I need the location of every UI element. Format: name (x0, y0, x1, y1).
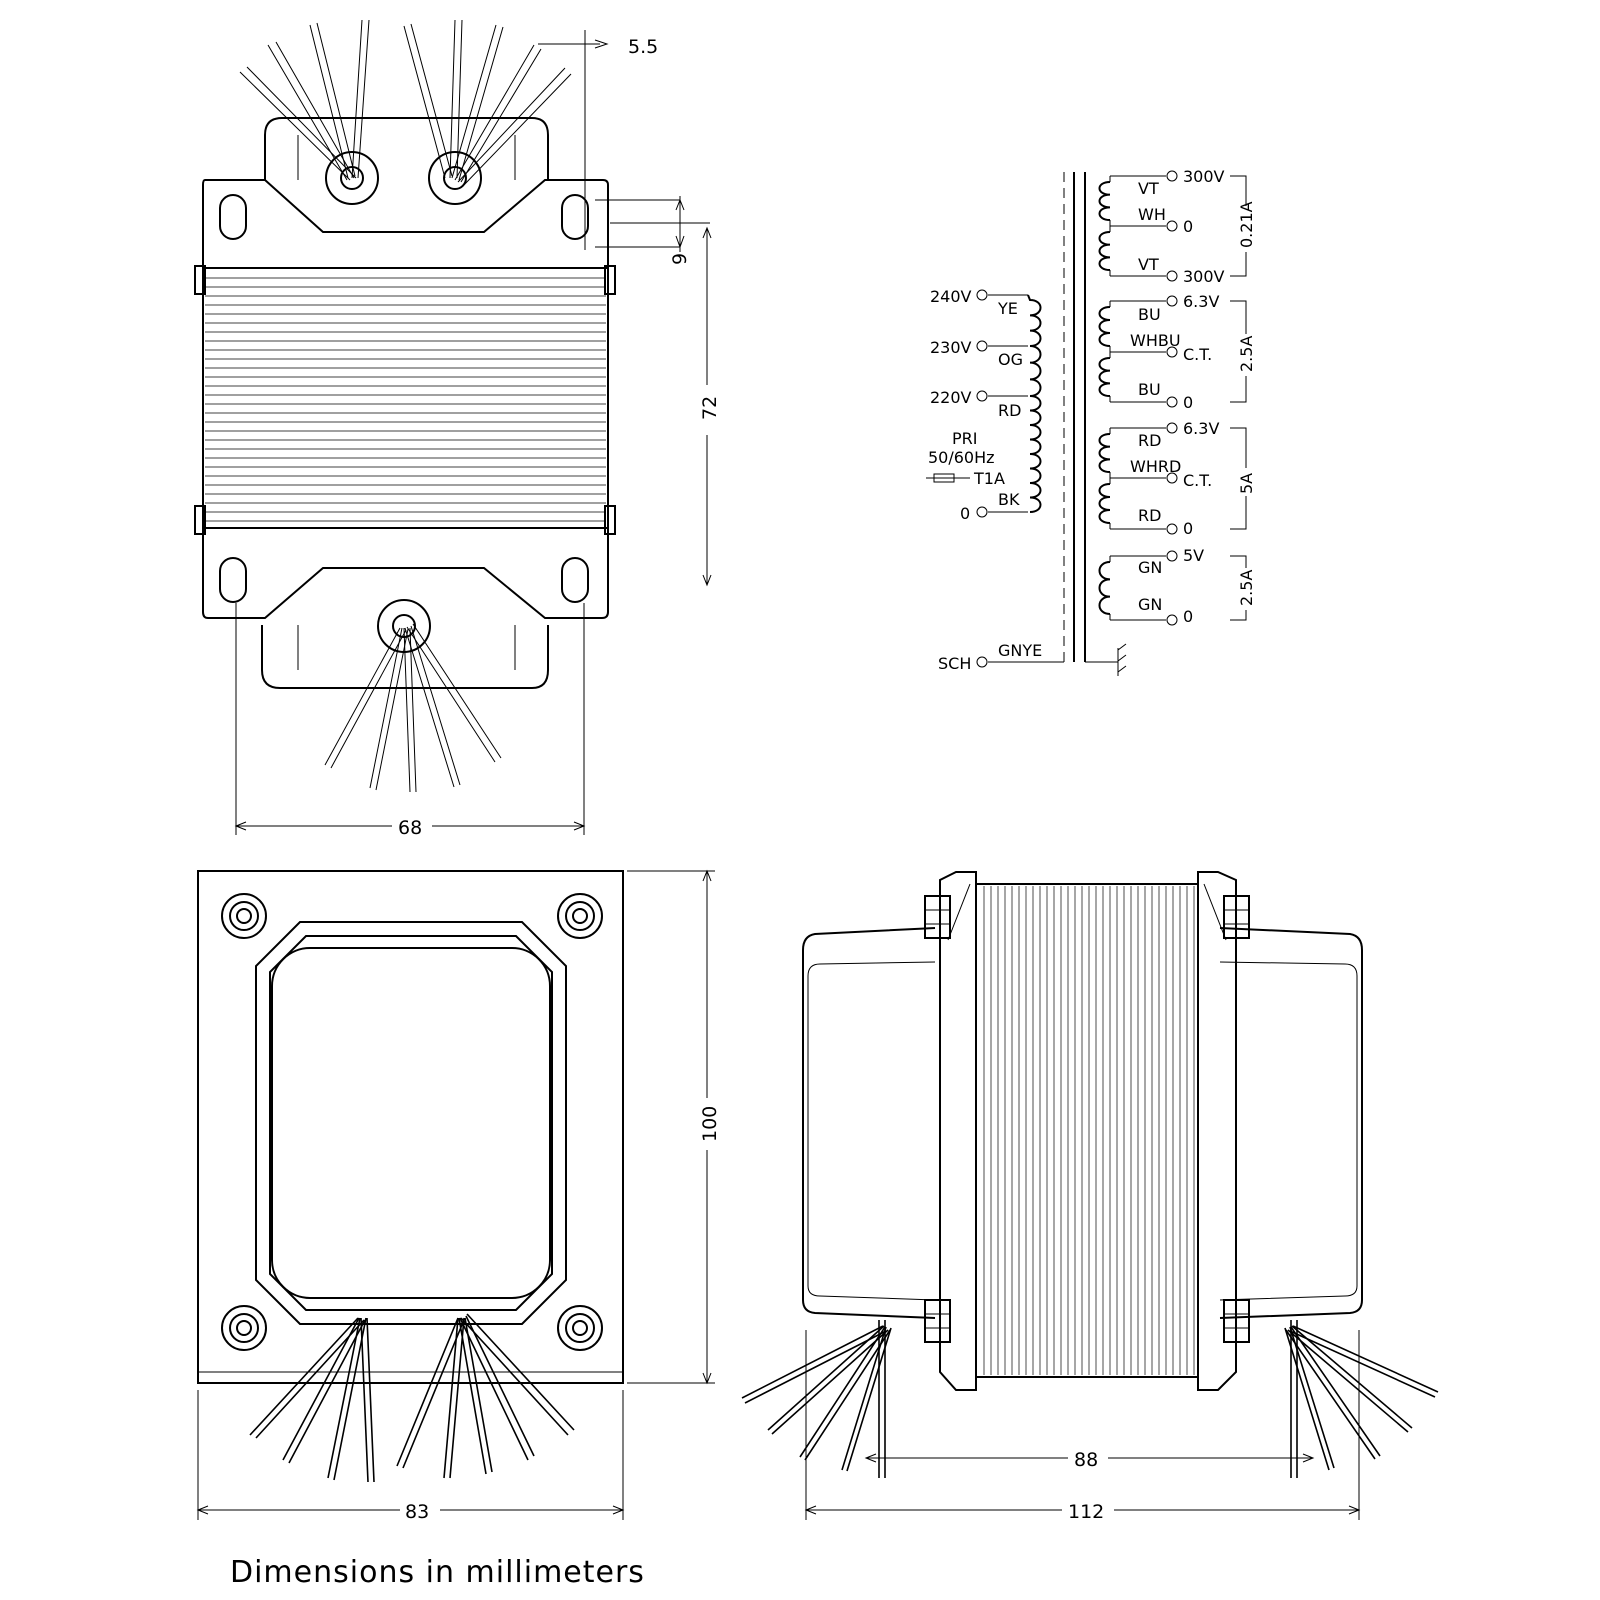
secondary-current: 2.5A (1237, 570, 1256, 606)
side-view: 88 112 (741, 871, 1439, 1524)
secondary-terminal-color: VT (1138, 179, 1159, 198)
secondary-terminal-color: RD (1138, 506, 1161, 525)
dimension-base-width: 83 (405, 1501, 429, 1523)
secondary-terminal-voltage: 0 (1183, 607, 1193, 626)
top-bobbin (261, 117, 549, 689)
top-leads-left (239, 19, 370, 181)
secondary-current: 2.5A (1237, 336, 1256, 372)
side-leads-left (741, 1320, 892, 1478)
bottom-leads (324, 623, 502, 793)
dimension-lead-offset: 5.5 (628, 36, 658, 58)
side-bobbin-right (1219, 927, 1363, 1319)
top-core-laminations (202, 267, 609, 529)
dimension-height: 72 (699, 396, 721, 420)
ground-icon (1085, 643, 1127, 676)
side-brackets (939, 871, 1237, 1391)
bobbin-outer (255, 921, 567, 1325)
wiring-schematic: 240V YE 230V OG 220V RD 0 BK PRI 50/60Hz… (926, 167, 1256, 676)
dimension-base-depth: 100 (699, 1106, 721, 1142)
secondary-current: 0.21A (1237, 201, 1256, 248)
dimension-mount-spacing: 88 (1074, 1449, 1098, 1471)
side-lamination-lines (983, 886, 1195, 1375)
secondary-terminal-voltage: 0 (1183, 217, 1193, 236)
top-lamination-lines (205, 277, 606, 522)
secondary-terminal-voltage: 5V (1183, 546, 1204, 565)
base-view: 100 83 (196, 869, 721, 1524)
top-view-dimensions: 5.5 9 72 68 (234, 30, 721, 840)
mounting-nut-icons (221, 893, 603, 1351)
frequency-label: 50/60Hz (928, 448, 995, 467)
dimension-hole-spacing: 68 (398, 817, 422, 839)
side-leads-right (1284, 1320, 1439, 1478)
fuse-label: T1A (973, 469, 1005, 488)
primary-tap-color: RD (998, 401, 1021, 420)
secondary-terminal-voltage: 0 (1183, 393, 1193, 412)
side-bolt-icons (924, 895, 1250, 1343)
secondary-terminal-voltage: 6.3V (1183, 292, 1219, 311)
base-view-dimensions: 100 83 (196, 869, 721, 1524)
dimension-slot-length: 9 (669, 253, 691, 265)
core-lines (1073, 172, 1086, 662)
secondary-terminal-color: BU (1138, 380, 1161, 399)
secondary-terminal-color: VT (1138, 255, 1159, 274)
secondary-terminal-voltage: C.T. (1183, 345, 1212, 364)
dimension-overall-length: 112 (1068, 1501, 1104, 1523)
shield-connection: SCH GNYE (938, 641, 1127, 676)
shield-label: SCH (938, 654, 971, 673)
primary-tap-voltage: 0 (960, 504, 970, 523)
secondary-terminal-voltage: 0 (1183, 519, 1193, 538)
secondary-terminal-color: BU (1138, 305, 1161, 324)
primary-winding: 240V YE 230V OG 220V RD 0 BK PRI 50/60Hz… (926, 287, 1042, 523)
primary-tap-voltage: 240V (930, 287, 972, 306)
primary-tap-voltage: 220V (930, 388, 972, 407)
top-leads-right (403, 19, 572, 187)
secondary-terminal-voltage: C.T. (1183, 471, 1212, 490)
units-footnote: Dimensions in millimeters (230, 1555, 645, 1590)
secondary-windings: 300V VT 0 WH 300V VT 6.3V BU C.T. WHBU 0… (1098, 167, 1225, 626)
shield-color: GNYE (998, 641, 1042, 660)
current-ratings: 0.21A 2.5A 5A 2.5A (1230, 175, 1256, 621)
base-plate (197, 870, 624, 1384)
secondary-terminal-color: RD (1138, 431, 1161, 450)
primary-tap-color: YE (997, 299, 1018, 318)
base-leads (249, 1313, 575, 1483)
secondary-terminal-color: WHRD (1130, 457, 1181, 476)
secondary-terminal-color: WH (1138, 205, 1166, 224)
primary-tap-voltage: 230V (930, 338, 972, 357)
primary-tap-color: OG (998, 350, 1023, 369)
primary-tap-color: BK (998, 490, 1020, 509)
bobbin-window (271, 947, 551, 1299)
side-core-laminations (975, 883, 1199, 1378)
secondary-current: 5A (1237, 473, 1256, 494)
fuse-icon (933, 473, 955, 483)
side-view-dimensions: 88 112 (804, 1330, 1361, 1524)
secondary-terminal-voltage: 6.3V (1183, 419, 1219, 438)
primary-label: PRI (952, 429, 977, 448)
secondary-terminal-color: GN (1138, 595, 1162, 614)
secondary-terminal-color: WHBU (1130, 331, 1181, 350)
top-grommets (325, 151, 482, 653)
top-bracket (194, 179, 616, 619)
top-view: 5.5 9 72 68 (194, 19, 721, 840)
secondary-terminal-voltage: 300V (1183, 167, 1225, 186)
secondary-terminal-voltage: 300V (1183, 267, 1225, 286)
side-bobbin-left (802, 927, 936, 1319)
secondary-terminal-color: GN (1138, 558, 1162, 577)
